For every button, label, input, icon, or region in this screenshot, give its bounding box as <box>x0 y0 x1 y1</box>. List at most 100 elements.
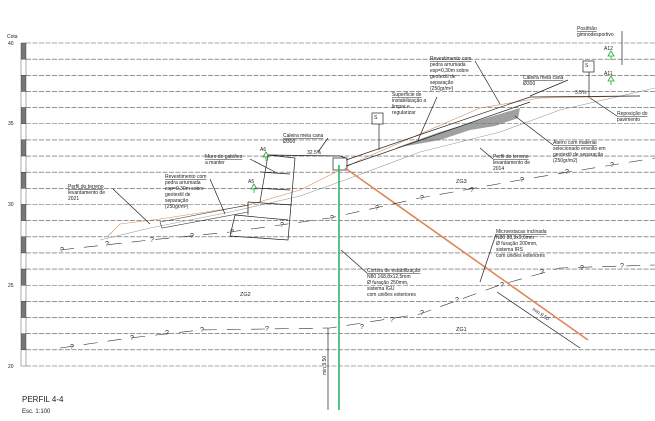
question-mark: ? <box>330 215 334 222</box>
scale-segment <box>20 155 27 173</box>
svg-text:Caleira meia cana: Caleira meia cana <box>283 133 324 139</box>
svg-text:geotextil de: geotextil de <box>165 192 191 198</box>
pile-length: min.9.50 <box>322 356 328 375</box>
inclined-micropile <box>344 167 589 341</box>
micropile-length: min.9.50 <box>531 307 550 323</box>
scale-segment <box>20 301 27 318</box>
svg-text:Perfil do terreno: Perfil do terreno <box>68 184 104 190</box>
svg-text:levantamento de: levantamento de <box>493 160 530 166</box>
svg-text:instabilização a: instabilização a <box>392 98 426 104</box>
slope-revestimento <box>345 95 641 161</box>
gabion-wall <box>229 154 296 241</box>
question-mark: ? <box>620 263 624 270</box>
question-mark: ? <box>565 169 569 176</box>
svg-text:A12: A12 <box>604 46 613 52</box>
svg-text:(250gr/m²): (250gr/m²) <box>165 204 189 210</box>
marker-a11: A11 <box>604 71 615 85</box>
terrain-2014-line <box>99 87 655 241</box>
section-marker-left: S <box>371 112 384 150</box>
zone-zg2: ZG2 <box>240 292 251 298</box>
scale-segment <box>20 236 27 254</box>
scale-segment <box>20 285 27 302</box>
svg-text:Ø300: Ø300 <box>283 139 295 145</box>
svg-text:separação: separação <box>430 80 454 86</box>
scale-segment <box>20 268 27 286</box>
scale-segment <box>20 188 27 205</box>
svg-text:com uniões exteriores: com uniões exteriores <box>496 253 545 259</box>
svg-text:sistema IRS: sistema IRS <box>496 247 524 253</box>
tick-20: 20 <box>8 364 14 370</box>
svg-text:Ø furação 200mm,: Ø furação 200mm, <box>496 241 537 247</box>
slope-revestimento-inner <box>345 101 531 167</box>
scale-segment <box>20 58 27 76</box>
svg-text:pavimento: pavimento <box>617 117 640 123</box>
drawing-title: PERFIL 4-4 <box>22 395 64 404</box>
question-mark: ? <box>420 195 424 202</box>
marker-a12: A12 <box>604 46 615 60</box>
scale-segment <box>20 42 27 60</box>
svg-text:A5: A5 <box>248 179 254 185</box>
question-mark: ? <box>540 269 544 276</box>
marker-a6: A6 <box>260 147 270 161</box>
svg-text:Revestimento com: Revestimento com <box>165 174 206 180</box>
tick-35: 35 <box>8 121 14 127</box>
svg-text:Revestimento com: Revestimento com <box>430 56 471 62</box>
svg-text:pedra arrumada: pedra arrumada <box>430 62 466 68</box>
question-mark: ? <box>70 344 74 351</box>
elevation-scale-bar <box>20 42 27 367</box>
scale-segment <box>20 107 27 124</box>
question-mark: ? <box>500 282 504 289</box>
question-mark: ? <box>165 330 169 337</box>
svg-text:N80 88,9x9,0mm: N80 88,9x9,0mm <box>496 235 534 241</box>
svg-text:a manter: a manter <box>205 160 225 166</box>
svg-text:Microestacas inclinada: Microestacas inclinada <box>496 229 547 235</box>
svg-text:geotextil de separação: geotextil de separação <box>553 152 604 158</box>
drawing-scale: Esc. 1:100 <box>22 409 51 415</box>
svg-text:sistema IGU: sistema IGU <box>367 286 395 292</box>
elevation-gridlines <box>26 42 655 367</box>
scale-segment <box>20 91 27 108</box>
scale-segment <box>20 317 27 334</box>
svg-text:A6: A6 <box>260 147 266 153</box>
stratum-boundary-upper <box>59 157 655 251</box>
revestimento-left <box>159 204 249 229</box>
question-mark: ? <box>280 222 284 229</box>
scale-segment <box>20 333 27 351</box>
question-mark: ? <box>265 326 269 333</box>
question-mark: ? <box>200 327 204 334</box>
svg-text:com uniões exteriores: com uniões exteriores <box>367 292 416 298</box>
scale-segment <box>20 349 27 367</box>
svg-text:Reposição do: Reposição do <box>617 111 648 117</box>
tick-25: 25 <box>8 283 14 289</box>
svg-text:geotextil de: geotextil de <box>430 74 456 80</box>
svg-text:Cortina de estabilização: Cortina de estabilização <box>367 268 421 274</box>
terrain-2021-line <box>107 95 641 237</box>
tick-30: 30 <box>8 202 14 208</box>
svg-text:Ø300: Ø300 <box>523 81 535 87</box>
svg-text:gimnodesportivo: gimnodesportivo <box>577 32 614 38</box>
question-mark: ? <box>610 162 614 169</box>
svg-text:2014: 2014 <box>493 166 504 172</box>
svg-text:N80 168,8x12,5mm: N80 168,8x12,5mm <box>367 274 411 280</box>
slope-right-label: 3.5% <box>575 90 587 96</box>
svg-text:limpar e: limpar e <box>392 104 410 110</box>
question-mark: ? <box>60 247 64 254</box>
question-mark: ? <box>230 229 234 236</box>
cap-beam <box>332 157 348 171</box>
question-mark: ? <box>375 205 379 212</box>
svg-text:Perfil do terreno: Perfil do terreno <box>493 154 529 160</box>
marker-a5: A5 <box>248 179 258 193</box>
stratum-boundary-lower <box>59 264 655 349</box>
svg-text:separação: separação <box>165 198 189 204</box>
zone-zg3: ZG3 <box>456 179 467 185</box>
question-mark: ? <box>455 297 459 304</box>
